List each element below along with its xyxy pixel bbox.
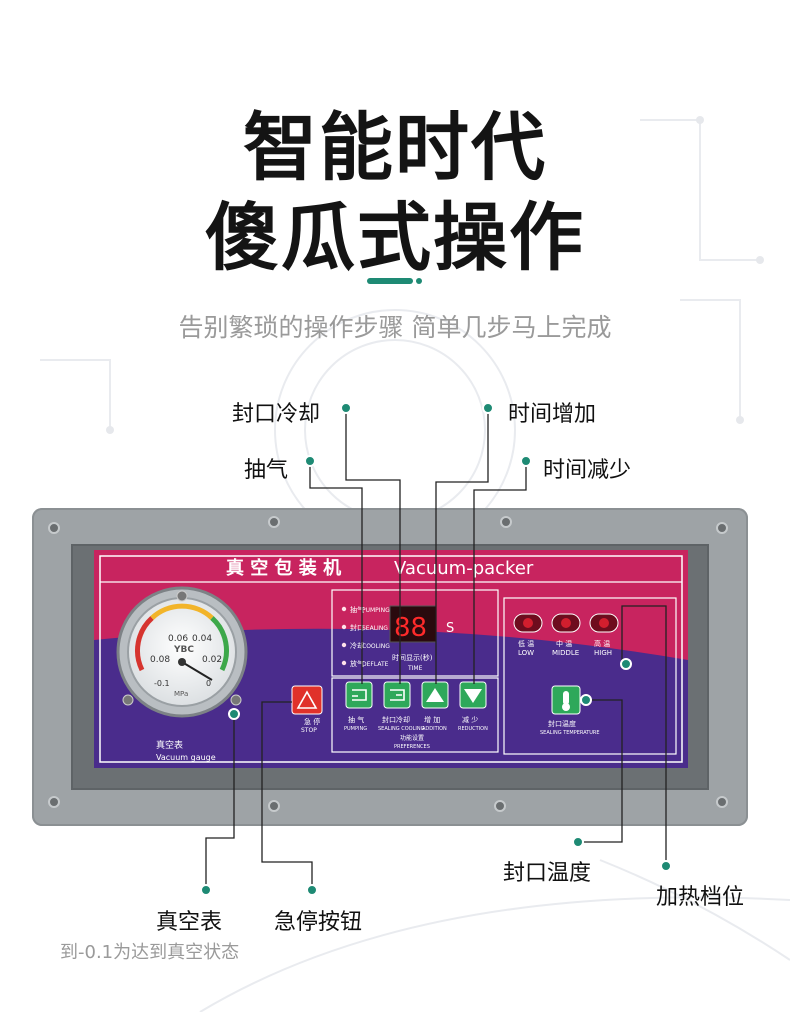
seal-cool-button[interactable]: 封口冷却 SEALING COOLING bbox=[378, 681, 425, 732]
screw bbox=[268, 516, 280, 528]
callout-heat-level: 加热档位 bbox=[656, 885, 745, 910]
svg-text:SEALING: SEALING bbox=[362, 625, 388, 632]
gauge-tick: -0.1 bbox=[154, 679, 170, 688]
callout-time-reduce: 时间减少 bbox=[543, 458, 632, 483]
callout-pump: 抽气 bbox=[244, 458, 289, 483]
svg-text:MIDDLE: MIDDLE bbox=[552, 649, 579, 657]
preferences-label-en: PREFERENCES bbox=[394, 744, 430, 750]
svg-text:LOW: LOW bbox=[518, 649, 534, 657]
svg-text:SEALING TEMPERATURE: SEALING TEMPERATURE bbox=[540, 730, 600, 736]
svg-text:PUMPING: PUMPING bbox=[344, 726, 367, 732]
svg-text:ADDITION: ADDITION bbox=[422, 726, 447, 732]
callout-vacuum-gauge: 真空表 bbox=[156, 910, 223, 935]
page-subtitle: 告别繁琐的操作步骤 简单几步马上完成 bbox=[178, 313, 612, 342]
control-panel: 真 空 包 装 机 Vacuum-packer 0.06 0.04 0.08 0… bbox=[94, 550, 688, 768]
svg-text:封口温度: 封口温度 bbox=[548, 719, 576, 728]
gauge-unit: MPa bbox=[174, 690, 188, 698]
panel-title-en: Vacuum-packer bbox=[394, 558, 534, 579]
svg-text:封口冷却: 封口冷却 bbox=[382, 715, 410, 724]
gauge-note: 到-0.1为达到真空状态 bbox=[60, 942, 240, 963]
status-light-pumping: 抽气 PUMPING bbox=[341, 605, 390, 614]
svg-text:抽 气: 抽 气 bbox=[348, 715, 364, 724]
title-divider bbox=[367, 278, 413, 284]
gauge-tick: 0.04 bbox=[192, 634, 212, 644]
screw bbox=[500, 516, 512, 528]
screw bbox=[716, 796, 728, 808]
heat-level-high: 高 温 HIGH bbox=[589, 613, 619, 657]
heat-level-middle: 中 温 MIDDLE bbox=[551, 613, 581, 657]
title-divider-dot bbox=[416, 278, 422, 284]
time-reduce-button[interactable]: 减 少 REDUCTION bbox=[458, 681, 488, 732]
svg-text:REDUCTION: REDUCTION bbox=[458, 726, 488, 732]
time-label-cn: 时间显示(秒) bbox=[392, 653, 433, 662]
time-label-en: TIME bbox=[407, 665, 423, 672]
seal-cool-icon bbox=[390, 689, 405, 701]
svg-text:COOLING: COOLING bbox=[362, 643, 390, 650]
svg-text:DEFLATE: DEFLATE bbox=[362, 661, 389, 668]
arrow-up-icon bbox=[426, 688, 444, 702]
gauge-tick: 0.08 bbox=[150, 655, 170, 665]
gauge-brand: YBC bbox=[173, 645, 194, 655]
callout-emergency-stop: 急停按钮 bbox=[274, 910, 363, 935]
vacuum-gauge: 0.06 0.04 0.08 0.02 -0.1 0 YBC MPa bbox=[116, 586, 248, 718]
time-display-value: 88 bbox=[394, 613, 427, 643]
page-title-line2: 傻瓜式操作 bbox=[205, 195, 585, 281]
screw bbox=[48, 796, 60, 808]
screw bbox=[268, 800, 280, 812]
callout-seal-cool: 封口冷却 bbox=[232, 402, 321, 427]
callout-seal-temp: 封口温度 bbox=[503, 861, 592, 886]
svg-text:减 少: 减 少 bbox=[462, 715, 478, 724]
gauge-tick: 0.02 bbox=[202, 655, 222, 665]
status-light-cooling: 冷却 COOLING bbox=[341, 641, 390, 650]
preferences-label-cn: 功能设置 bbox=[400, 734, 424, 742]
arrow-down-icon bbox=[464, 689, 482, 703]
thermometer-icon bbox=[562, 691, 570, 711]
gauge-label-cn: 真空表 bbox=[156, 739, 183, 751]
svg-text:中 温: 中 温 bbox=[556, 639, 572, 648]
svg-text:HIGH: HIGH bbox=[594, 649, 612, 657]
svg-text:SEALING COOLING: SEALING COOLING bbox=[378, 726, 425, 732]
svg-text:急 停: 急 停 bbox=[304, 717, 320, 726]
svg-text:PUMPING: PUMPING bbox=[362, 607, 390, 614]
time-display-unit: S bbox=[446, 621, 454, 636]
gauge-label-en: Vacuum gauge bbox=[156, 753, 216, 762]
time-add-button[interactable]: 增 加 ADDITION bbox=[421, 681, 449, 732]
callout-time-add: 时间增加 bbox=[508, 402, 597, 427]
svg-text:增 加: 增 加 bbox=[424, 715, 440, 724]
pump-icon bbox=[352, 689, 367, 701]
svg-text:高 温: 高 温 bbox=[594, 639, 610, 648]
svg-text:STOP: STOP bbox=[301, 727, 317, 734]
svg-text:低 温: 低 温 bbox=[518, 639, 534, 648]
gauge-tick: 0 bbox=[206, 679, 211, 688]
screw bbox=[716, 522, 728, 534]
page-title-line1: 智能时代 bbox=[243, 105, 547, 191]
gauge-tick: 0.06 bbox=[168, 634, 188, 644]
screw bbox=[48, 522, 60, 534]
screw bbox=[494, 800, 506, 812]
panel-title-cn: 真 空 包 装 机 bbox=[226, 557, 341, 579]
